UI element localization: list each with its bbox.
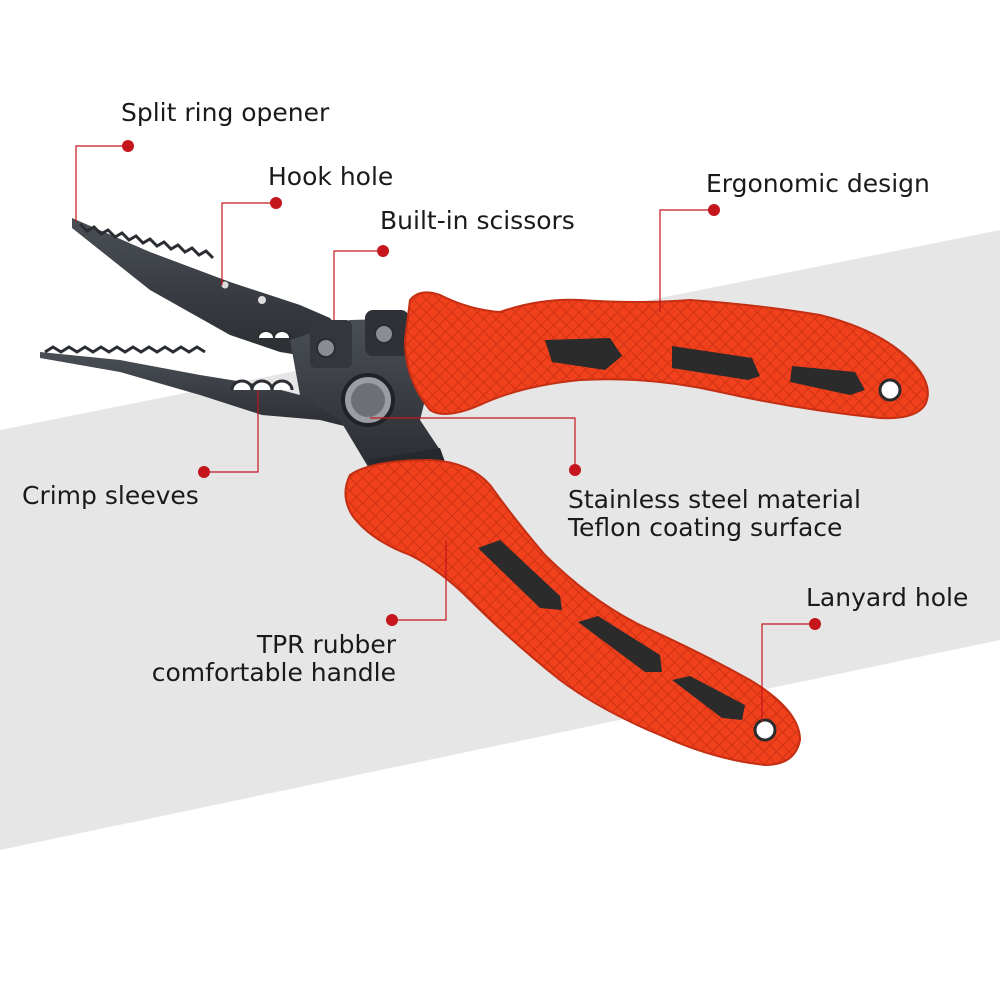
callout-split-ring-opener: Split ring opener (121, 99, 329, 127)
callout-dot (386, 614, 398, 626)
leader-split-ring-opener (75, 145, 128, 222)
pivot-screw-inner (351, 383, 385, 417)
upper-jaw (72, 218, 352, 360)
callout-hook-hole: Hook hole (268, 163, 393, 191)
callout-dot (270, 197, 282, 209)
upper-jaw-teeth (78, 222, 215, 260)
lanyard-hole-icon (753, 718, 777, 742)
leader-stainless-steel (370, 417, 576, 470)
callout-line: Split ring opener (121, 98, 330, 127)
screw-icon (316, 338, 336, 358)
grip-slot (545, 338, 622, 370)
callout-line: Crimp sleeves (22, 481, 199, 510)
callout-dots (122, 140, 821, 630)
callout-dot (377, 245, 389, 257)
lanyard-hole-icon (878, 378, 902, 402)
leader-lanyard-hole (761, 623, 815, 722)
callout-dot (569, 464, 581, 476)
leader-hook-hole (221, 202, 276, 285)
grip-slot (672, 346, 760, 380)
leader-crimp-sleeves (204, 390, 259, 473)
hook-hole-icon (221, 281, 229, 289)
callout-dot (122, 140, 134, 152)
grip-slot (578, 616, 662, 672)
leader-built-in-scissors (333, 250, 383, 320)
callout-line: Hook hole (268, 162, 394, 191)
hook-hole-icon (258, 296, 266, 304)
grip-slot (478, 540, 562, 610)
callout-line: Lanyard hole (806, 583, 969, 612)
callout-dot (198, 466, 210, 478)
leader-ergonomic-design (659, 209, 714, 312)
callout-lanyard-hole: Lanyard hole (806, 584, 968, 612)
grip-slot (790, 366, 865, 395)
upper-crimp-notches (257, 330, 291, 339)
callout-leaders (75, 145, 815, 722)
callout-tpr-rubber: TPR rubber comfortable handle (100, 631, 396, 687)
leader-tpr-rubber (392, 540, 447, 621)
callout-dot (809, 618, 821, 630)
lower-jaw-teeth (44, 345, 206, 354)
callout-stainless-steel: Stainless steel material Teflon coating … (568, 486, 861, 542)
callout-line: Stainless steel material (568, 485, 861, 514)
callout-line: TPR rubber (256, 630, 396, 659)
callout-built-in-scissors: Built-in scissors (380, 207, 575, 235)
callout-line: comfortable handle (151, 658, 396, 687)
grip-slot (672, 676, 745, 720)
callout-crimp-sleeves: Crimp sleeves (22, 482, 199, 510)
screw-icon (374, 324, 394, 344)
callout-line: Built-in scissors (380, 206, 575, 235)
upper-handle (403, 291, 929, 420)
lower-jaw (40, 352, 360, 430)
callout-dot (708, 204, 720, 216)
crimp-notches (230, 379, 294, 391)
callout-line: Teflon coating surface (568, 513, 843, 542)
callout-line: Ergonomic design (706, 169, 930, 198)
callout-ergonomic-design: Ergonomic design (706, 170, 930, 198)
